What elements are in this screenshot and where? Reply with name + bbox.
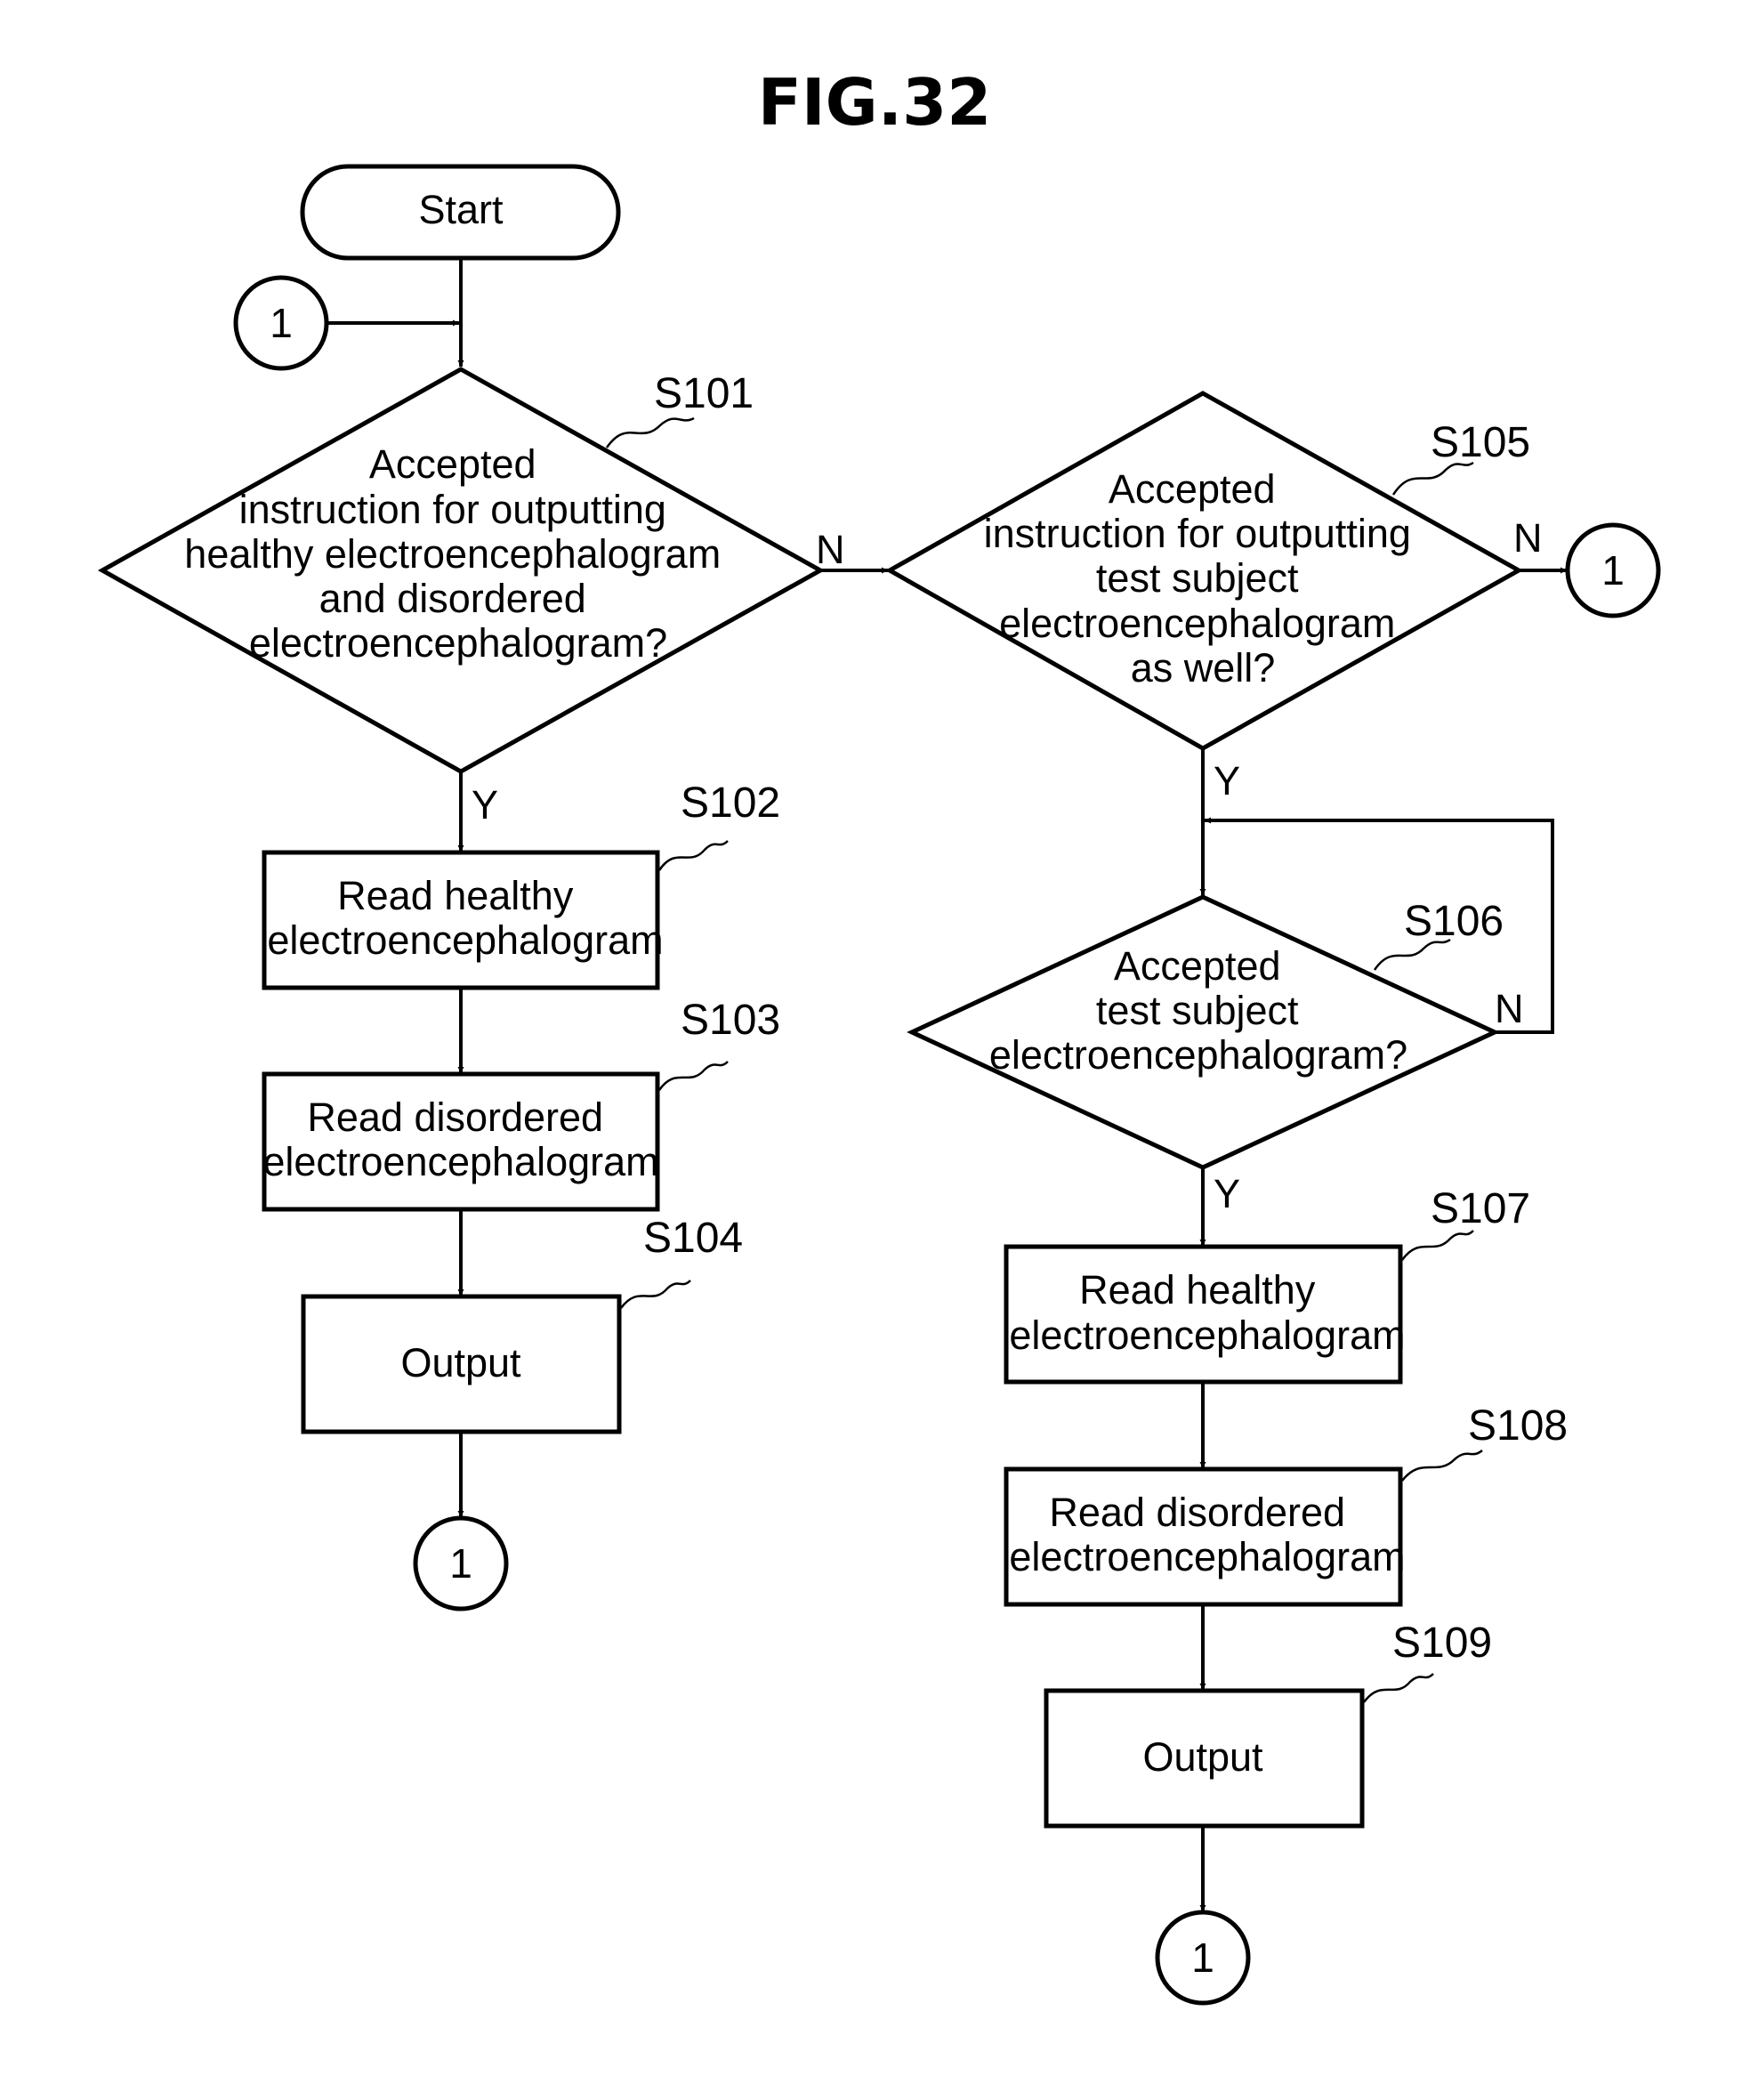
process-s107: Read healthy electroencephalogram [1006, 1247, 1406, 1382]
s106-yes-label: Y [1214, 1171, 1240, 1216]
s109-leader [1364, 1674, 1433, 1702]
s104-id: S104 [643, 1215, 743, 1262]
s105-no-label: N [1513, 515, 1543, 561]
s108-text: Read disordered electroencephalogram [1009, 1490, 1405, 1579]
s105-leader [1393, 463, 1473, 495]
s109-id: S109 [1392, 1619, 1492, 1667]
connector-label: 1 [1601, 547, 1625, 594]
s103-leader [659, 1062, 728, 1090]
decision-s105: Accepted instruction for outputting test… [890, 393, 1519, 748]
connector-label: 1 [270, 300, 293, 346]
connector-exit-left: 1 [415, 1518, 506, 1609]
s102-id: S102 [681, 779, 780, 827]
s106-id: S106 [1404, 898, 1504, 945]
s101-leader [607, 418, 694, 448]
s101-no-label: N [816, 527, 845, 572]
process-s102: Read healthy electroencephalogram [264, 852, 664, 988]
s107-leader [1402, 1231, 1473, 1260]
s101-id: S101 [654, 370, 754, 417]
s103-id: S103 [681, 997, 780, 1044]
s103-text: Read disordered electroencephalogram [262, 1094, 658, 1184]
s105-id: S105 [1431, 419, 1530, 466]
process-s104: Output [303, 1296, 619, 1432]
process-s109: Output [1046, 1691, 1362, 1826]
s107-id: S107 [1431, 1185, 1530, 1232]
s104-leader [621, 1280, 690, 1308]
connector-label: 1 [1191, 1934, 1214, 1981]
s109-text: Output [1142, 1734, 1263, 1780]
connector-entry: 1 [236, 278, 327, 368]
process-s108: Read disordered electroencephalogram [1006, 1469, 1406, 1604]
figure-title: FIG.32 [758, 65, 992, 140]
s101-yes-label: Y [472, 782, 498, 828]
connector-label: 1 [449, 1540, 472, 1587]
start-label: Start [418, 187, 504, 232]
s108-id: S108 [1468, 1402, 1568, 1450]
decision-s101: Accepted instruction for outputting heal… [102, 369, 820, 771]
s104-text: Output [400, 1340, 521, 1385]
s106-no-label: N [1495, 986, 1524, 1031]
connector-exit-bottom-right: 1 [1157, 1912, 1248, 2003]
s108-leader [1402, 1450, 1482, 1481]
process-s103: Read disordered electroencephalogram [262, 1074, 658, 1209]
s105-yes-label: Y [1214, 758, 1240, 804]
connector-exit-right: 1 [1568, 525, 1658, 616]
start-node: Start [302, 166, 618, 258]
s102-leader [659, 841, 728, 870]
